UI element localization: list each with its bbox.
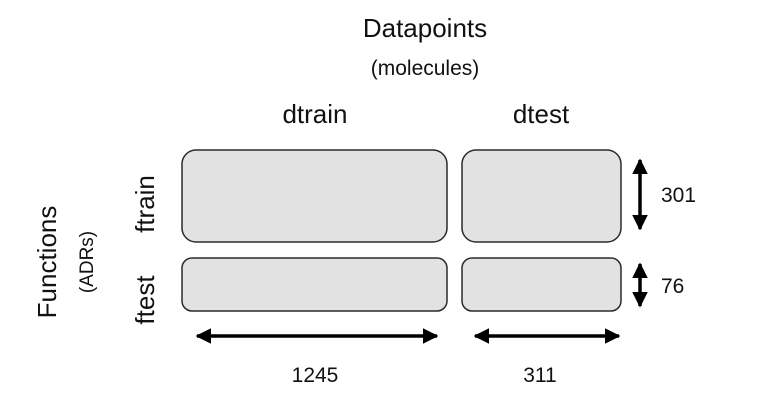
block-ftest-dtrain xyxy=(181,257,448,312)
dtest-size-label: 311 xyxy=(523,364,556,387)
ftrain-size-label: 301 xyxy=(661,184,696,207)
functions-label: Functions xyxy=(32,206,62,319)
adrs-label: (ADRs) xyxy=(77,231,98,293)
diagram-subtitle: (molecules) xyxy=(371,57,480,80)
ftest-row-label: ftest xyxy=(130,275,160,325)
ftrain-row-label: ftrain xyxy=(130,175,160,233)
block-ftrain-dtest xyxy=(461,149,622,243)
block-ftrain-dtrain xyxy=(181,149,448,243)
diagram-title: Datapoints xyxy=(363,13,487,43)
dtrain-size-label: 1245 xyxy=(292,364,339,387)
block-ftest-dtest xyxy=(461,257,622,312)
dtest-column-label: dtest xyxy=(513,99,570,129)
dtrain-column-label: dtrain xyxy=(282,99,347,129)
ftest-size-label: 76 xyxy=(661,275,684,298)
